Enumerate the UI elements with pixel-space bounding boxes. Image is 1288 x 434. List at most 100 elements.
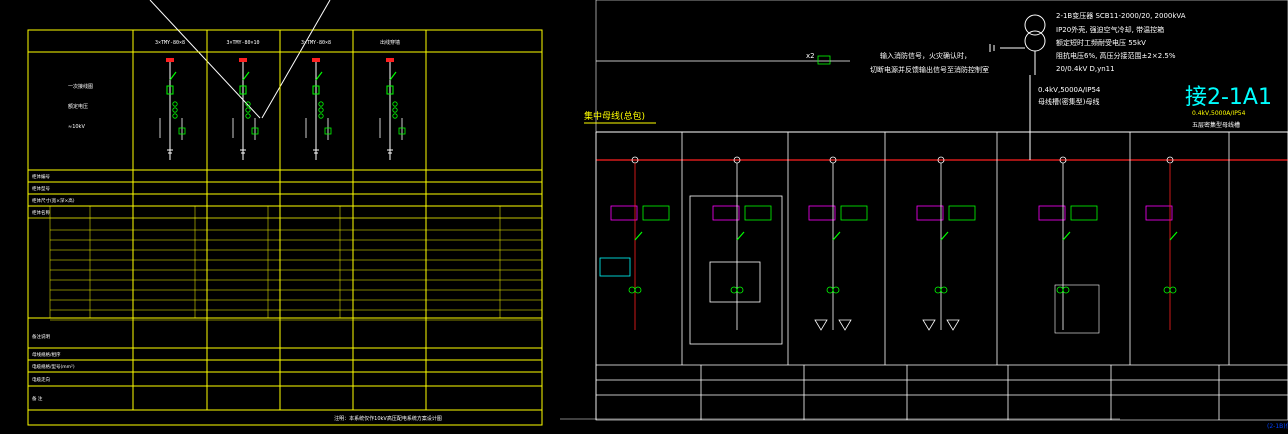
ct-icon xyxy=(172,113,178,119)
lv-system-drawing: 2-1B变压器 SCB11-2000/20, 2000kVA IP20外壳, 强… xyxy=(560,0,1288,434)
apf-vendor-box xyxy=(689,195,783,345)
breaker-icon xyxy=(312,85,320,95)
capacitor-icon xyxy=(922,319,936,331)
hv-system-drawing: 3×TMY-80×8 3×TMY-80×10 3×TMY-80×8 出线穿墙 一… xyxy=(0,0,560,434)
switch-icon xyxy=(940,231,949,241)
smart-meter-box xyxy=(642,205,670,221)
switch-icon xyxy=(389,71,397,81)
capacitor-icon xyxy=(814,319,828,331)
switch-icon xyxy=(736,231,745,241)
ct-icon xyxy=(318,101,324,107)
capacitor-bank xyxy=(922,319,960,331)
ct-icon xyxy=(392,113,398,119)
apf-module-icon xyxy=(709,261,761,303)
temp-module-box xyxy=(1038,205,1066,221)
single-line-diagrams xyxy=(159,58,406,160)
fire-relay-icon xyxy=(817,55,831,65)
arrester-icon xyxy=(251,127,259,135)
lv-feeder xyxy=(1145,156,1178,330)
transformer-icon xyxy=(989,14,1046,75)
capacitor-bank xyxy=(814,319,852,331)
col-header: 3×TMY-80×10 xyxy=(226,40,259,46)
feeder-sld xyxy=(379,58,406,160)
lv-drawing-canvas: 2-1B变压器 SCB11-2000/20, 2000kVA IP20外壳, 强… xyxy=(560,0,1288,434)
ct-icon xyxy=(318,107,324,113)
connect-title: 接2-1A1 xyxy=(1185,85,1272,110)
row-label: 柜体编号 xyxy=(32,173,50,180)
row-label: 备注说明 xyxy=(32,333,50,340)
hv-footer: 注明：本系统仅作10kV高压配电系统方案设计图 xyxy=(334,415,442,422)
lv-feeder xyxy=(916,156,976,330)
hv-grid xyxy=(28,30,542,411)
sheet-tag: (2-1B)低压系统图 xyxy=(1267,422,1288,430)
indicator-icon xyxy=(166,58,174,62)
indicator-icon xyxy=(386,58,394,62)
smart-meter-box xyxy=(840,205,868,221)
ct-icon xyxy=(318,113,324,119)
ct-icon xyxy=(634,286,642,294)
tx-note: IP20外壳, 强迫空气冷却, 带温控箱 xyxy=(1056,25,1164,34)
temp-module-box xyxy=(610,205,638,221)
ct-icon xyxy=(940,286,948,294)
lv-feeder xyxy=(808,156,868,330)
temp-module-box xyxy=(1145,205,1173,221)
indicator-icon xyxy=(239,58,247,62)
ct-icon xyxy=(245,101,251,107)
arrester-icon xyxy=(324,127,332,135)
ct-icon xyxy=(245,107,251,113)
side-label: 额定电压 xyxy=(68,103,88,110)
ct-icon xyxy=(1169,286,1177,294)
right-bus-label: 0.4kV,5000A/IP54 xyxy=(1192,110,1246,117)
col-header: 3×TMY-80×8 xyxy=(301,40,331,46)
ct-icon xyxy=(736,286,744,294)
lv-cabinet-table xyxy=(595,364,1288,420)
ct-icon xyxy=(172,107,178,113)
capacitor-icon xyxy=(838,319,852,331)
busway-label: 0.4kV,5000A/IP54 xyxy=(1038,86,1101,94)
switch-icon xyxy=(169,71,177,81)
ct-icon xyxy=(392,107,398,113)
lv-feeder xyxy=(610,156,670,330)
switch-icon xyxy=(832,231,841,241)
smart-meter-box xyxy=(948,205,976,221)
feeder-sld xyxy=(232,58,259,160)
switch-icon xyxy=(242,71,250,81)
ct-icon xyxy=(245,113,251,119)
row-label: 母线规格/相序 xyxy=(32,351,61,358)
lv-sheet xyxy=(578,30,1288,434)
capacitor-icon xyxy=(946,319,960,331)
x2-label: x2 xyxy=(806,52,815,60)
tx-note: 阻抗电压6%, 高压分接范围±2×2.5% xyxy=(1056,51,1176,60)
tx-note: 2-1B变压器 SCB11-2000/20, 2000kVA xyxy=(1056,11,1186,20)
breaker-icon xyxy=(386,85,394,95)
smart-meter-box xyxy=(1070,205,1098,221)
ct-icon xyxy=(172,101,178,107)
main-bus-label: 集中母线(总包) xyxy=(584,110,645,122)
switch-icon xyxy=(1169,231,1178,241)
fire-note: 切断电源并反馈输出信号至消防控制室 xyxy=(870,65,989,74)
leader-line xyxy=(261,0,331,119)
tx-note: 20/0.4kV D,yn11 xyxy=(1056,65,1115,73)
temp-module-box xyxy=(712,205,740,221)
side-label: 一次接线图 xyxy=(68,83,93,90)
ct-icon xyxy=(832,286,840,294)
breaker-icon xyxy=(166,85,174,95)
leader-line xyxy=(149,0,261,119)
lv-columns xyxy=(595,132,1288,365)
tx-note: 额定短时工频耐受电压 55kV xyxy=(1056,38,1146,47)
col-header: 3×TMY-80×8 xyxy=(155,40,185,46)
hv-drawing-canvas: 3×TMY-80×8 3×TMY-80×10 3×TMY-80×8 出线穿墙 一… xyxy=(27,0,543,426)
hv-frame xyxy=(27,29,543,426)
row-label: 柜体型号 xyxy=(32,185,50,192)
feeder-sld xyxy=(305,58,332,160)
feeder-sld xyxy=(159,58,186,160)
right-bus-desc: 五层密集型母线槽 xyxy=(1192,121,1240,129)
fire-note: 输入消防信号，火灾确认时， xyxy=(880,51,971,60)
row-label: 电缆规格/型号(mm²) xyxy=(32,363,75,370)
row-label: 备 注 xyxy=(32,395,43,402)
switch-icon xyxy=(1062,231,1071,241)
col-header: 出线穿墙 xyxy=(380,39,400,46)
lv-feeder xyxy=(1038,156,1098,330)
ct-icon xyxy=(1062,286,1070,294)
row-label: 柜体名称 xyxy=(32,209,50,216)
